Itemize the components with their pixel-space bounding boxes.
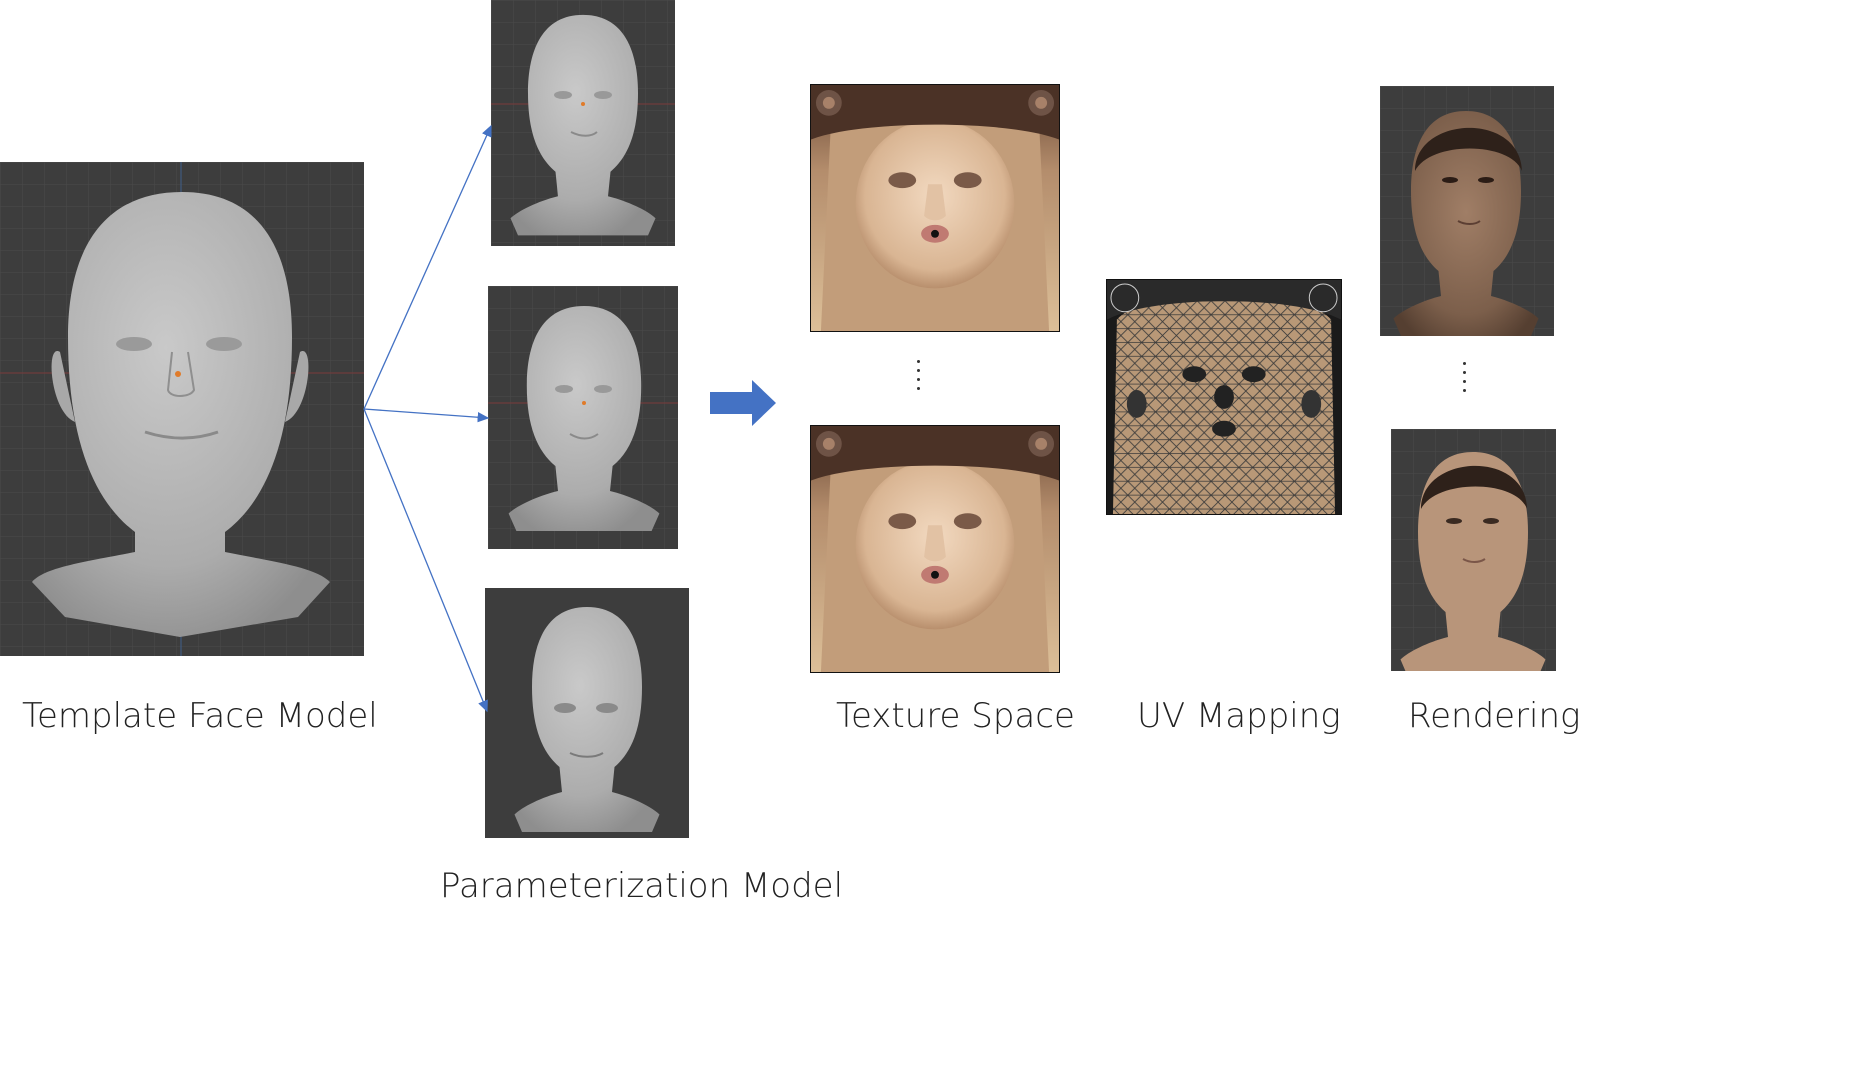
texture-space-image-1	[810, 84, 1060, 332]
rendering-image-1	[1380, 86, 1554, 336]
rendering-image-2	[1391, 429, 1556, 671]
texture-ellipsis-icon	[917, 360, 921, 396]
rendering-ellipsis-icon	[1463, 362, 1467, 398]
parameterization-model-image-1	[491, 0, 675, 246]
texture-space-label: Texture Space	[836, 696, 1075, 736]
uv-mapping-image	[1106, 279, 1342, 515]
template-face-model-image	[0, 162, 364, 656]
parameterization-model-label: Parameterization Model	[440, 866, 844, 906]
parameterization-model-image-3	[485, 588, 689, 838]
template-face-model-label: Template Face Model	[22, 696, 378, 736]
parameterization-model-image-2	[488, 286, 678, 549]
rendering-label: Rendering	[1408, 696, 1581, 736]
texture-space-image-2	[810, 425, 1060, 673]
connector-arrow-1	[363, 124, 492, 410]
connector-arrow-3	[363, 408, 488, 713]
right-block-arrow-icon	[710, 380, 776, 426]
connector-arrow-2	[363, 408, 490, 423]
uv-mapping-label: UV Mapping	[1137, 696, 1341, 736]
